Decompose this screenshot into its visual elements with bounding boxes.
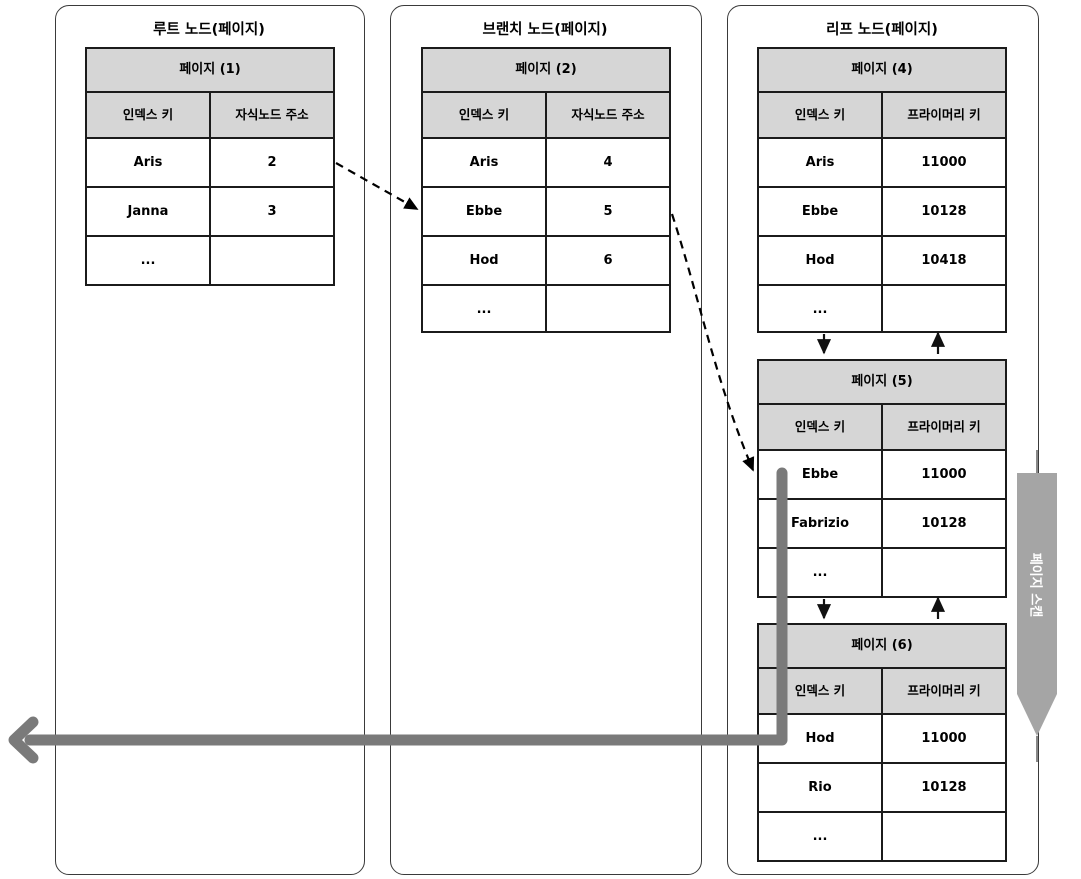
column-header-primary-key: 프라이머리 키	[907, 107, 981, 122]
node-page2-header: 인덱스 키 자식노드 주소	[423, 93, 669, 139]
panel-title-branch: 브랜치 노드(페이지)	[482, 22, 608, 38]
table-row: ...	[759, 549, 1005, 596]
cell-index-key: Hod	[423, 237, 547, 284]
table-row: Hod 6	[423, 237, 669, 286]
node-page1: 페이지 (1) 인덱스 키 자식노드 주소 Aris 2 Janna 3 ...	[85, 47, 335, 286]
cell-primary-key: 10128	[921, 204, 967, 219]
column-header-index-key: 인덱스 키	[759, 405, 883, 449]
table-row: Ebbe 5	[423, 188, 669, 237]
scan-arrow	[1017, 473, 1057, 736]
cell-child-address: 5	[603, 204, 613, 219]
column-header-child-address: 자식노드 주소	[571, 107, 645, 122]
node-page2: 페이지 (2) 인덱스 키 자식노드 주소 Aris 4 Ebbe 5 Hod …	[421, 47, 671, 333]
cell-primary-key: 11000	[921, 155, 967, 170]
table-row: Aris 4	[423, 139, 669, 188]
cell-primary-key: 11000	[921, 731, 967, 746]
cell-index-key: Ebbe	[759, 188, 883, 235]
node-page5: 페이지 (5) 인덱스 키 프라이머리 키 Ebbe 11000 Fabrizi…	[757, 359, 1007, 598]
cell-index-key: ...	[759, 286, 883, 333]
node-page6-caption: 페이지 (6)	[759, 625, 1005, 669]
cell-index-key: Hod	[759, 715, 883, 762]
column-header-index-key: 인덱스 키	[759, 93, 883, 137]
column-header-primary-key: 프라이머리 키	[907, 683, 981, 698]
result-path-arrowhead	[8, 716, 39, 764]
table-row: Aris 2	[87, 139, 333, 188]
scan-arrow-label: 페이지 스캔	[1027, 552, 1043, 618]
table-row: Rio 10128	[759, 764, 1005, 813]
panel-title-root: 루트 노드(페이지)	[153, 22, 265, 38]
node-page1-header: 인덱스 키 자식노드 주소	[87, 93, 333, 139]
column-header-index-key: 인덱스 키	[759, 669, 883, 713]
table-row: Janna 3	[87, 188, 333, 237]
cell-index-key: ...	[759, 549, 883, 596]
dashed-link-root-to-branch	[335, 162, 419, 210]
cell-child-address: 4	[603, 155, 613, 170]
cell-index-key: Aris	[759, 139, 883, 186]
cell-index-key: Janna	[87, 188, 211, 235]
cell-index-key: Ebbe	[759, 451, 883, 498]
cell-index-key: Fabrizio	[759, 500, 883, 547]
column-header-child-address: 자식노드 주소	[235, 107, 309, 122]
table-row: Hod 11000	[759, 715, 1005, 764]
cell-child-address: 6	[603, 253, 613, 268]
cell-primary-key: 11000	[921, 467, 967, 482]
panel-title-leaf: 리프 노드(페이지)	[826, 22, 938, 38]
table-row: ...	[759, 813, 1005, 860]
cell-index-key: Rio	[759, 764, 883, 811]
cell-index-key: ...	[87, 237, 211, 284]
cell-index-key: Aris	[423, 139, 547, 186]
cell-index-key: ...	[423, 286, 547, 333]
table-row: ...	[759, 286, 1005, 333]
cell-child-address: 3	[267, 204, 277, 219]
cell-index-key: ...	[759, 813, 883, 860]
table-row: ...	[87, 237, 333, 284]
column-header-index-key: 인덱스 키	[87, 93, 211, 137]
cell-index-key: Ebbe	[423, 188, 547, 235]
cell-primary-key: 10128	[921, 780, 967, 795]
table-row: Ebbe 11000	[759, 451, 1005, 500]
node-page2-caption: 페이지 (2)	[423, 49, 669, 93]
node-page4-caption: 페이지 (4)	[759, 49, 1005, 93]
node-page4: 페이지 (4) 인덱스 키 프라이머리 키 Aris 11000 Ebbe 10…	[757, 47, 1007, 333]
column-header-index-key: 인덱스 키	[423, 93, 547, 137]
cell-primary-key: 10418	[921, 253, 967, 268]
node-page6-header: 인덱스 키 프라이머리 키	[759, 669, 1005, 715]
node-page5-header: 인덱스 키 프라이머리 키	[759, 405, 1005, 451]
table-row: Ebbe 10128	[759, 188, 1005, 237]
result-path-arrow	[24, 467, 788, 746]
cell-child-address: 2	[267, 155, 277, 170]
cell-primary-key: 10128	[921, 516, 967, 531]
node-page4-header: 인덱스 키 프라이머리 키	[759, 93, 1005, 139]
node-page1-caption: 페이지 (1)	[87, 49, 333, 93]
dashed-link-branch-to-leaf	[670, 213, 755, 472]
table-row: Aris 11000	[759, 139, 1005, 188]
cell-index-key: Hod	[759, 237, 883, 284]
table-row: Fabrizio 10128	[759, 500, 1005, 549]
cell-index-key: Aris	[87, 139, 211, 186]
node-page5-caption: 페이지 (5)	[759, 361, 1005, 405]
column-header-primary-key: 프라이머리 키	[907, 419, 981, 434]
table-row: ...	[423, 286, 669, 333]
table-row: Hod 10418	[759, 237, 1005, 286]
node-page6: 페이지 (6) 인덱스 키 프라이머리 키 Hod 11000 Rio 1012…	[757, 623, 1007, 862]
